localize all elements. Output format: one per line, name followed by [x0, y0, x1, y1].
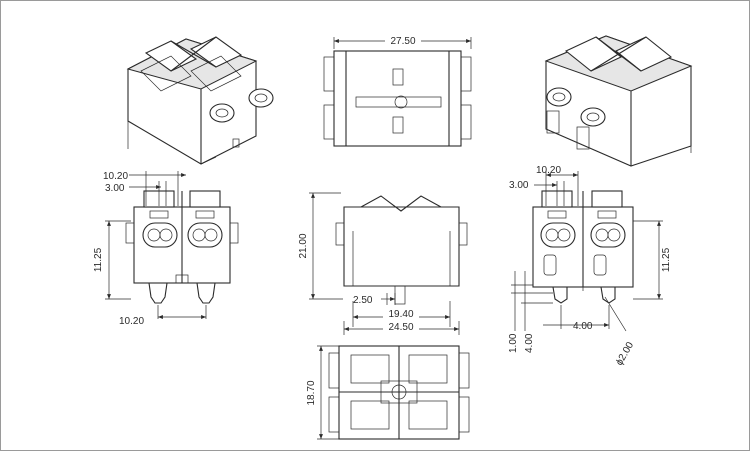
- dim-rear-pin-c: 4.00: [573, 321, 593, 332]
- wire-entry-front-b: [187, 222, 223, 248]
- wire-entry-right-iso-b: [580, 107, 606, 127]
- front-view: 11.25 10.20 3.00 10.20: [93, 171, 239, 327]
- dim-rear-pin-b: 4.00: [524, 333, 535, 353]
- dim-front-height: 11.25: [93, 247, 104, 272]
- rear-view: 11.25 10.20 3.00 1.00 4.00 4.00 ϕ2.00: [508, 165, 672, 368]
- top-view: 27.50: [323, 34, 472, 147]
- dim-front-pitch-b: 10.20: [119, 316, 144, 327]
- dim-rear-hole: ϕ2.00: [614, 340, 636, 368]
- side-view: 21.00 2.50 19.40 24.50: [298, 192, 468, 335]
- isometric-view-left: [126, 36, 274, 165]
- wire-entry-left-iso-b: [248, 88, 274, 108]
- dim-rear-pin-a: 1.00: [508, 333, 519, 353]
- dim-bottom-depth: 18.70: [306, 380, 317, 405]
- wire-entry-left-iso-a: [209, 103, 235, 123]
- dim-front-slot: 3.00: [105, 183, 125, 194]
- wire-entry-rear-a: [540, 222, 576, 248]
- dim-side-offset: 2.50: [353, 295, 373, 306]
- dim-front-pitch-a: 10.20: [103, 171, 128, 182]
- dim-top-width: 27.50: [390, 36, 415, 47]
- dim-side-height: 21.00: [298, 233, 309, 258]
- wire-entry-rear-b: [590, 222, 626, 248]
- dim-rear-slot: 3.00: [509, 180, 529, 191]
- dim-side-width: 24.50: [388, 322, 413, 333]
- isometric-view-right: [544, 35, 693, 167]
- dim-side-inner: 19.40: [388, 309, 413, 320]
- wire-entry-right-iso-a: [546, 87, 572, 107]
- bottom-view: 18.70: [306, 345, 470, 440]
- wire-entry-front-a: [142, 222, 178, 248]
- dim-rear-pitch: 10.20: [536, 165, 561, 176]
- dim-rear-height: 11.25: [661, 247, 672, 272]
